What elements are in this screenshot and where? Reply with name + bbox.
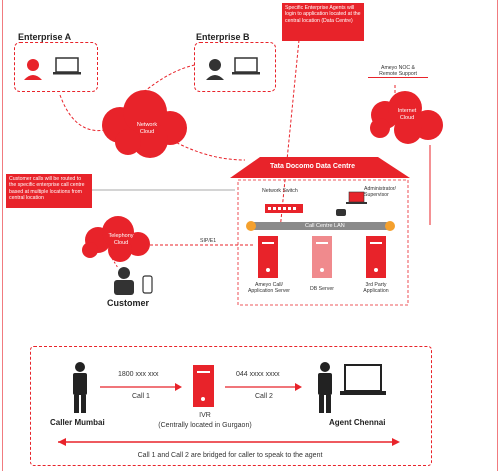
server-icon [193,365,214,407]
right-frame-line [497,0,498,471]
call2-label: Call 2 [255,393,273,400]
lan-bar [250,222,390,230]
admin-label: Administrator/ Supervisor [364,186,396,198]
call1-label: Call 1 [132,393,150,400]
link-telephony-customer [109,254,119,269]
data-centre-title: Tata Docomo Data Centre [270,163,356,170]
laptop-icon [53,57,81,75]
laptop-icon [340,364,386,395]
bottom-diagram [58,362,400,446]
laptop-icon [232,57,260,75]
internet-cloud-shape [370,91,443,144]
number2-label: 044 xxxx xxxx [236,371,280,378]
caller-label: Caller Mumbai [50,418,105,427]
headset-agent-icon [24,59,42,80]
left-frame-line [2,0,3,471]
phone-icon [336,209,346,216]
enterprise-a-box [14,42,98,92]
number1-label: 1800 xxx xxx [118,371,159,378]
sip-label: SIP/E1 [200,238,217,244]
ivr-label: IVR [199,412,211,419]
data-centre-boundary [237,179,409,306]
internet-cloud-label: Internet Cloud [397,108,417,121]
headset-agent-icon [206,59,224,80]
ivr-location-label: (Centrally located in Gurgaon) [158,422,252,429]
telephony-cloud-shape [82,216,150,262]
agent-label: Agent Chennai [329,418,386,427]
user-silhouette-icon [73,362,87,413]
laptop-icon [348,191,365,203]
user-silhouette-icon [114,267,134,295]
lan-label: Call Centre LAN [305,223,345,229]
enterprise-a-label: Enterprise A [18,32,72,42]
server-icon [366,236,386,278]
enterprise-b-box [194,42,276,92]
bridge-label: Call 1 and Call 2 are bridged for caller… [137,452,323,459]
server-label-app: Ameyo Call/ Application Server [247,282,291,295]
mobile-phone-icon [142,275,153,294]
network-cloud-label: Network Cloud [136,122,158,135]
connector-layer [24,29,443,306]
customer-label: Customer [107,298,150,308]
data-centre-roof [230,157,410,178]
user-silhouette-icon [318,362,332,413]
noc-label: Ameyo NOC & Remote Support [368,65,428,79]
server-icon [312,236,332,278]
agents-note: Specific Enterprise Agents will login to… [282,3,364,41]
server-label-db: DB Server [310,286,334,292]
routing-note: Customer calls will be routed to the spe… [6,174,92,208]
enterprise-b-label: Enterprise B [196,32,250,42]
server-label-third-party: 3rd Party Application [363,282,389,295]
server-icon [258,236,278,278]
link-enterprise-a [59,94,131,132]
network-switch-label: Network Switch [262,188,298,194]
bottom-panel [30,346,432,466]
telephony-cloud-label: Telephony Cloud [108,233,134,246]
link-agents-note [279,29,301,231]
network-cloud-shape [102,90,187,158]
